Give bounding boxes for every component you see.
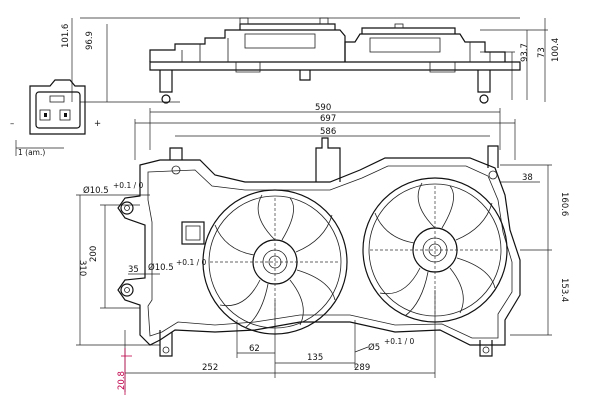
mount-hole-top: [120, 201, 134, 215]
dim-label-73: 73: [537, 47, 547, 58]
dim-label-93: 93.7: [520, 43, 530, 62]
dim-label-252: 252: [202, 363, 218, 373]
hole-callout-top-tol: +0.1 / 0: [113, 181, 144, 190]
dim-label-20: 20.8: [117, 371, 127, 390]
mount-hole-mid: [120, 283, 134, 297]
dim-label-697: 697: [320, 114, 336, 124]
dim-label-590: 590: [315, 103, 331, 113]
dim-label-101: 101.6: [61, 24, 71, 48]
dim-label-38: 38: [522, 173, 533, 183]
dim-label-289: 289: [354, 363, 370, 373]
connector-plus: +: [94, 119, 101, 129]
connector-minus: –: [10, 119, 14, 129]
dim-label-35: 35: [128, 265, 139, 275]
hole-callout-top: Ø10.5: [83, 185, 109, 196]
hole-callout-bottom: Ø5: [368, 342, 380, 353]
dim-label-153: 153.4: [559, 278, 569, 302]
dim-label-135: 135: [307, 353, 323, 363]
connector-note: 1 (am.): [18, 148, 45, 157]
hole-callout-mid-tol: +0.1 / 0: [176, 258, 207, 267]
dim-label-586: 586: [320, 127, 336, 137]
dim-label-96: 96.9: [85, 31, 95, 50]
top-view: 101.6 96.9 73 93.7 100.4: [61, 17, 561, 104]
front-view: 590 697 586 310 200 35 Ø10.5 +0.1 / 0 Ø1…: [76, 103, 569, 395]
hole-callout-mid: Ø10.5: [148, 262, 174, 273]
dim-label-310: 310: [77, 260, 87, 276]
dim-label-100: 100.4: [551, 38, 561, 62]
connector-detail: – + 1 (am.): [10, 79, 101, 157]
dim-label-62: 62: [249, 344, 260, 354]
dim-label-200: 200: [89, 246, 99, 262]
fan-right: [362, 177, 508, 323]
hole-callout-bottom-tol: +0.1 / 0: [384, 337, 415, 346]
dim-label-160: 160.6: [559, 192, 569, 216]
shroud-frame: [117, 157, 521, 346]
resistor-module: [181, 221, 205, 245]
fan-left: [202, 189, 348, 335]
